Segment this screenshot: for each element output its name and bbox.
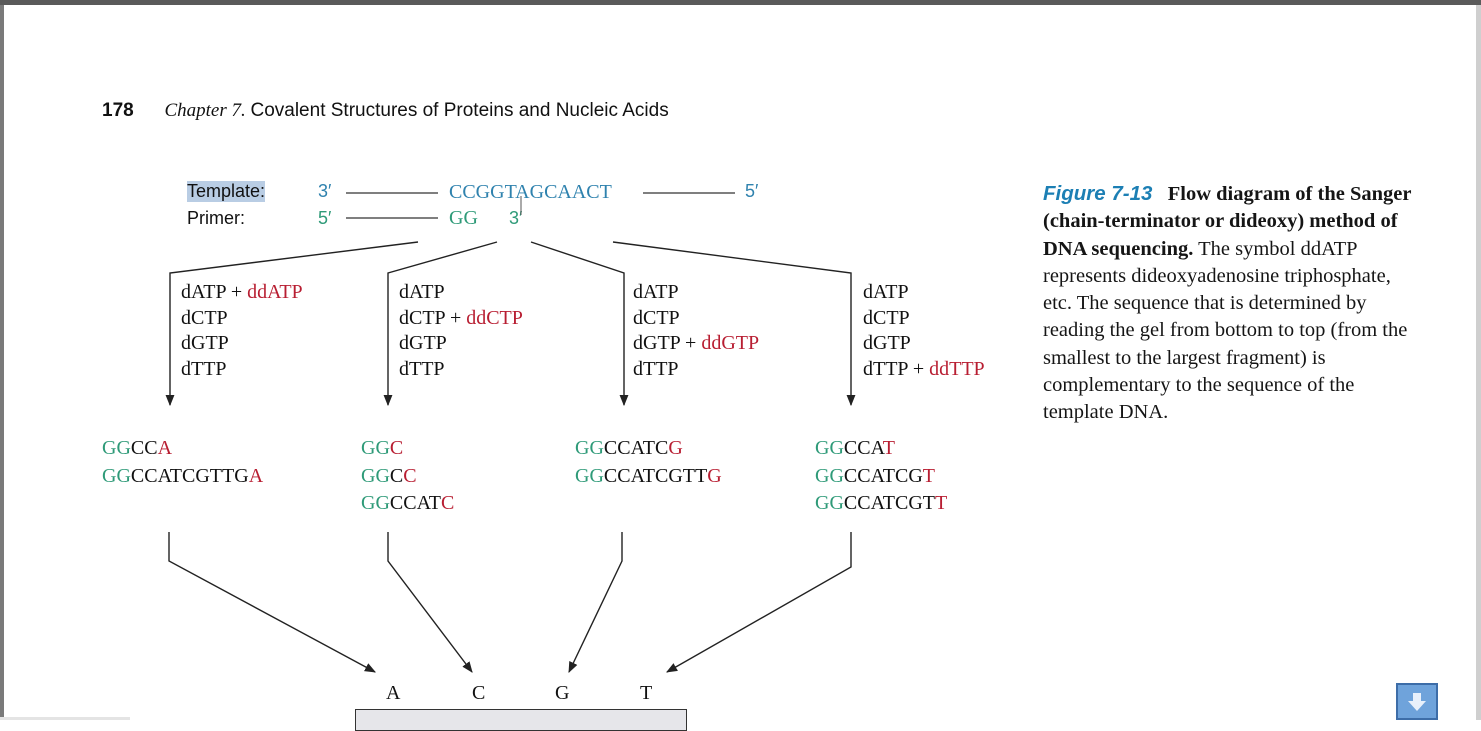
reagent-row: dGTP	[399, 331, 523, 357]
reagent-base: dGTP	[399, 332, 447, 354]
lane-a-reagents: dATP + ddATP dCTP dGTP dTTP	[181, 280, 303, 382]
reagent-base: dCTP	[399, 306, 445, 329]
reagent-row: dTTP	[399, 357, 523, 383]
primer-sequence: GG	[449, 207, 478, 229]
page-header: 178 Chapter 7. Covalent Structures of Pr…	[102, 100, 669, 122]
reagent-row: dCTP + ddCTP	[399, 306, 523, 329]
reagent-base: dTTP	[633, 357, 679, 380]
gel-letter-g: G	[555, 682, 570, 704]
reagent-row: dGTP	[863, 331, 985, 357]
reagent-dideoxy: ddCTP	[466, 306, 523, 329]
reagent-base: dCTP	[863, 306, 910, 329]
gel-letter-t: T	[640, 682, 653, 704]
window-top-border	[0, 0, 1481, 5]
window-left-border	[0, 5, 4, 720]
reagent-base: dATP	[399, 281, 445, 303]
gel-letter-c: C	[472, 682, 486, 704]
reagent-base: dTTP	[863, 357, 908, 380]
reagent-row: dGTP + ddGTP	[633, 332, 760, 354]
fragment: GGCCATCGTTG	[575, 464, 722, 487]
page-number: 178	[102, 100, 134, 121]
figure-caption: Figure 7-13 Flow diagram of the Sanger (…	[1043, 180, 1413, 427]
gel-box	[355, 709, 687, 731]
reagent-base: dATP	[181, 281, 226, 303]
lane-t-reagents: dATP dCTP dGTP dTTP + ddTTP	[863, 280, 985, 382]
fragment: GGCCA	[102, 437, 173, 459]
lane-g-fragments: GGCCATCG GGCCATCGTTG	[575, 435, 722, 490]
split-arrow-c	[383, 241, 498, 407]
template-end-right: 5′	[745, 181, 759, 201]
reagent-base: dCTP	[181, 306, 228, 329]
gel-arrow-c	[387, 532, 473, 673]
reagent-row: dCTP	[181, 306, 303, 332]
gel-letter-a: A	[386, 682, 401, 704]
reagent-base: dATP	[633, 281, 679, 303]
fragment: GGCCATC	[361, 492, 455, 514]
split-arrow-a	[165, 241, 419, 407]
fragment: GGCCATCGTTGA	[102, 464, 264, 487]
reagent-row: dGTP	[181, 331, 303, 357]
reagent-row: dCTP	[863, 306, 985, 332]
gel-arrow-a	[168, 532, 376, 673]
reagent-base: dTTP	[399, 357, 445, 380]
chapter-prefix: Chapter 7.	[164, 100, 246, 121]
split-arrow-g	[530, 241, 629, 407]
reagent-base: dGTP	[181, 332, 229, 354]
reagent-row: dATP + ddATP	[181, 281, 303, 303]
figure-number: Figure 7-13	[1043, 182, 1153, 205]
fragment: GGCCATCG	[575, 437, 683, 459]
primer-label: Primer:	[187, 208, 245, 228]
lane-t-fragments: GGCCAT GGCCATCGT GGCCATCGTT	[815, 435, 947, 518]
reagent-base: dGTP	[863, 332, 911, 354]
split-arrow-t	[612, 241, 856, 407]
reagent-base: dTTP	[181, 357, 227, 380]
reagent-base: dATP	[863, 281, 909, 303]
window-right-border	[1476, 5, 1481, 720]
fragment: GGCCAT	[815, 437, 896, 459]
reagent-base: dGTP	[633, 332, 681, 354]
reagent-row: dATP	[633, 280, 759, 306]
template-sequence: CCGGTAGCAACT	[449, 181, 612, 203]
reagent-base: dCTP	[633, 306, 680, 329]
primer-end-right: 3′	[509, 208, 523, 228]
template-label[interactable]: Template:	[187, 181, 266, 202]
gel-arrow-t	[666, 532, 852, 673]
template-end-left: 3′	[318, 181, 332, 201]
lane-c-fragments: GGC GGCC GGCCATC	[361, 435, 454, 518]
lane-a-fragments: GGCCA GGCCATCGTTGA	[102, 435, 263, 490]
reagent-row: dTTP + ddTTP	[863, 357, 985, 380]
lane-c-reagents: dATP dCTP + ddCTP dGTP dTTP	[399, 280, 523, 382]
scroll-down-button[interactable]	[1396, 683, 1438, 720]
caption-body: The symbol ddATP represents dideoxyadeno…	[1043, 237, 1408, 424]
arrow-down-icon	[1408, 693, 1426, 711]
fragment: GGC	[361, 437, 404, 459]
fragment: GGCC	[361, 464, 417, 487]
fragment: GGCCATCGT	[815, 464, 936, 487]
reagent-row: dATP	[863, 280, 985, 306]
reagent-dideoxy: ddGTP	[701, 332, 760, 354]
reagent-row: dATP	[399, 280, 523, 306]
chapter-title: Covalent Structures of Proteins and Nucl…	[250, 100, 669, 121]
fragment: GGCCATCGTT	[815, 492, 948, 514]
gel-arrow-g	[568, 532, 623, 674]
page-bottom-edge	[0, 717, 130, 720]
reagent-dideoxy: ddTTP	[929, 357, 985, 380]
lane-g-reagents: dATP dCTP dGTP + ddGTP dTTP	[633, 280, 759, 382]
primer-end-left: 5′	[318, 208, 332, 228]
reagent-dideoxy: ddATP	[247, 281, 303, 303]
reagent-row: dTTP	[633, 357, 759, 383]
caption-title: Flow diagram of the Sanger (chain-termin…	[1043, 183, 1412, 260]
reagent-row: dCTP	[633, 306, 759, 332]
reagent-row: dTTP	[181, 357, 303, 383]
